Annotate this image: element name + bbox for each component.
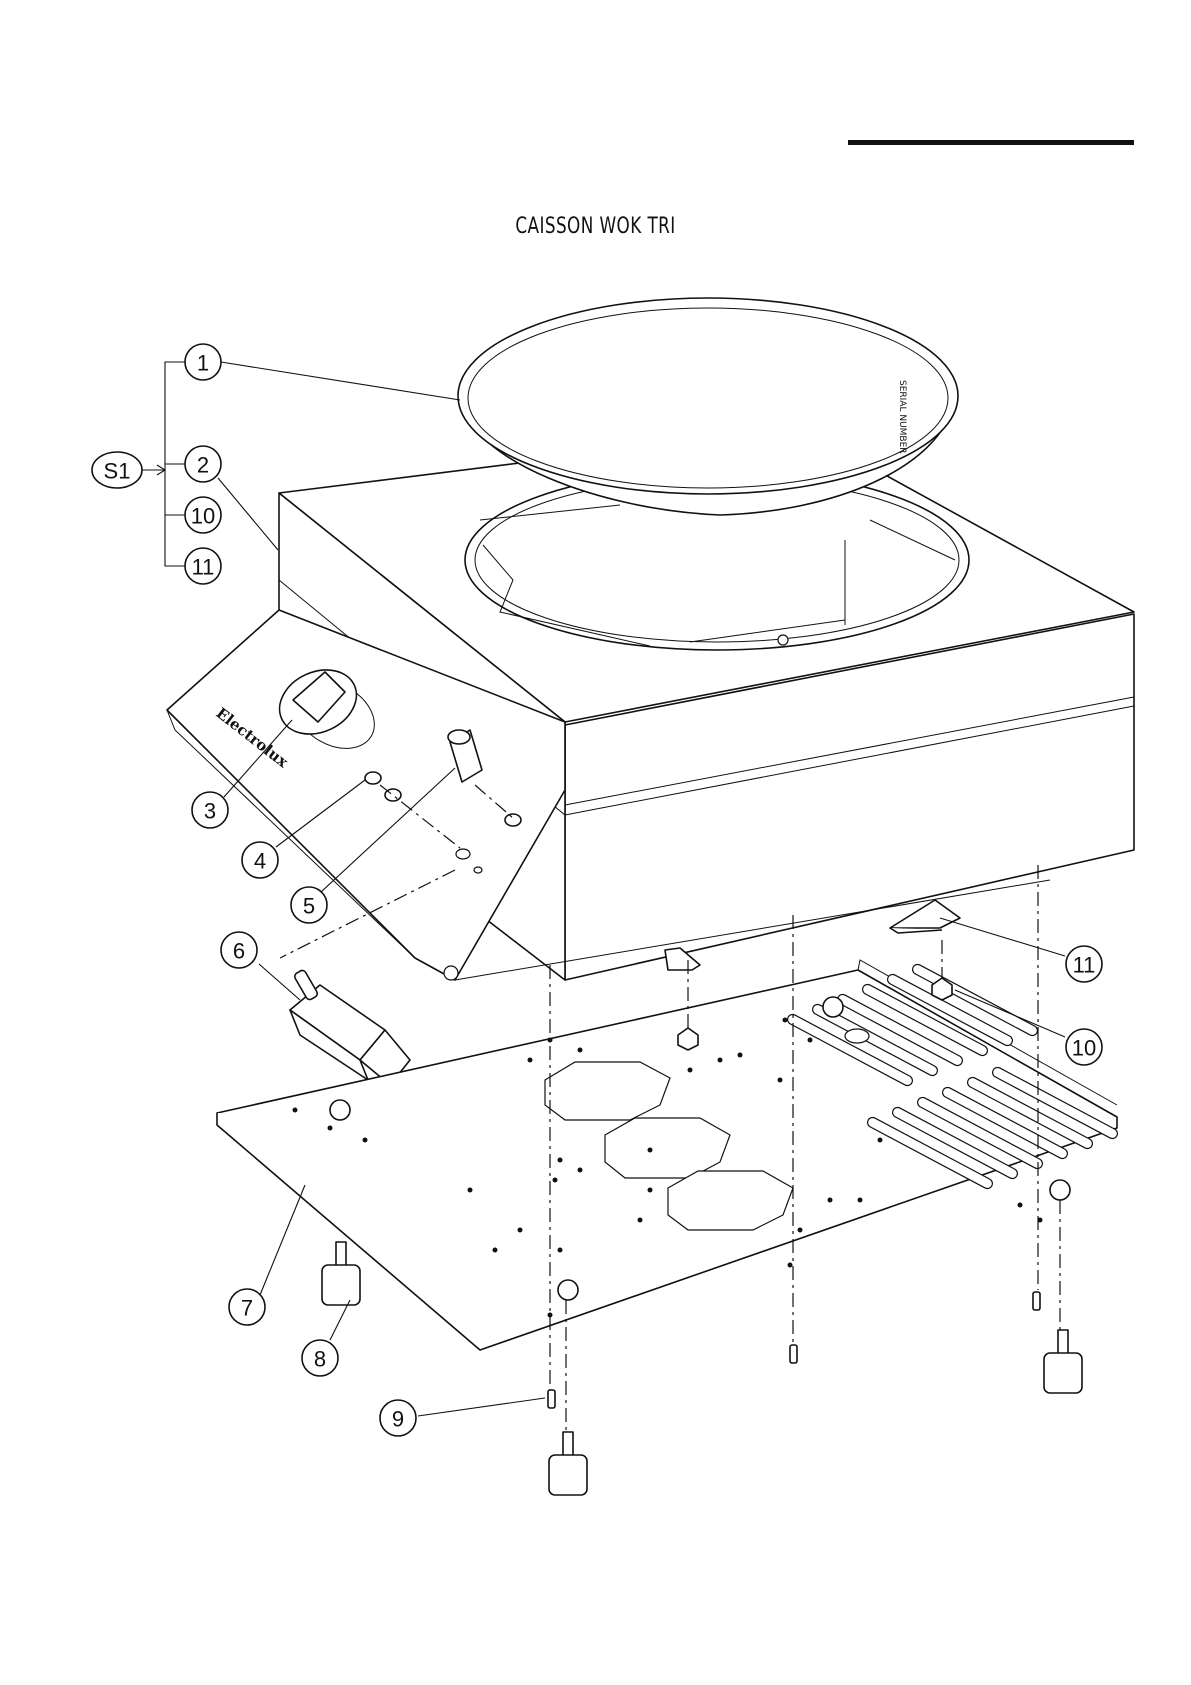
svg-text:8: 8 — [314, 1347, 326, 1372]
svg-text:S1: S1 — [104, 459, 131, 484]
svg-text:1: 1 — [197, 351, 209, 376]
callout-11: 11 — [1066, 946, 1102, 982]
foot-1 — [322, 1242, 360, 1305]
svg-text:7: 7 — [241, 1296, 253, 1321]
svg-text:5: 5 — [303, 894, 315, 919]
svg-text:11: 11 — [1073, 953, 1096, 978]
callout-7: 7 — [229, 1289, 265, 1325]
foot-3 — [1044, 1330, 1082, 1393]
callout-1: 1 — [185, 344, 221, 380]
bowl-rim — [458, 298, 958, 494]
terminal-block — [290, 969, 410, 1085]
bowl-marking: SERIAL NUMBER — [897, 380, 907, 454]
callout-6: 6 — [221, 932, 257, 968]
callout-10: 10 — [1066, 1029, 1102, 1065]
callout-s1: S1 — [92, 452, 142, 488]
callout-2: 2 — [185, 446, 221, 482]
svg-text:10: 10 — [1072, 1036, 1096, 1061]
callout-4: 4 — [242, 842, 278, 878]
callout-3: 3 — [192, 792, 228, 828]
svg-text:3: 3 — [204, 799, 216, 824]
svg-text:10: 10 — [191, 504, 215, 529]
callout-11-group: 11 — [185, 548, 221, 584]
callout-5: 5 — [291, 887, 327, 923]
s1-group-bracket — [142, 362, 185, 566]
svg-text:6: 6 — [233, 939, 245, 964]
svg-text:4: 4 — [254, 849, 266, 874]
callout-9: 9 — [380, 1400, 416, 1436]
svg-text:2: 2 — [197, 453, 209, 478]
svg-text:11: 11 — [192, 555, 215, 580]
foot-2 — [549, 1432, 587, 1495]
svg-text:9: 9 — [392, 1407, 404, 1432]
indicator-lamp-1 — [365, 772, 381, 784]
callout-8: 8 — [302, 1340, 338, 1376]
callout-10-group: 10 — [185, 497, 221, 533]
